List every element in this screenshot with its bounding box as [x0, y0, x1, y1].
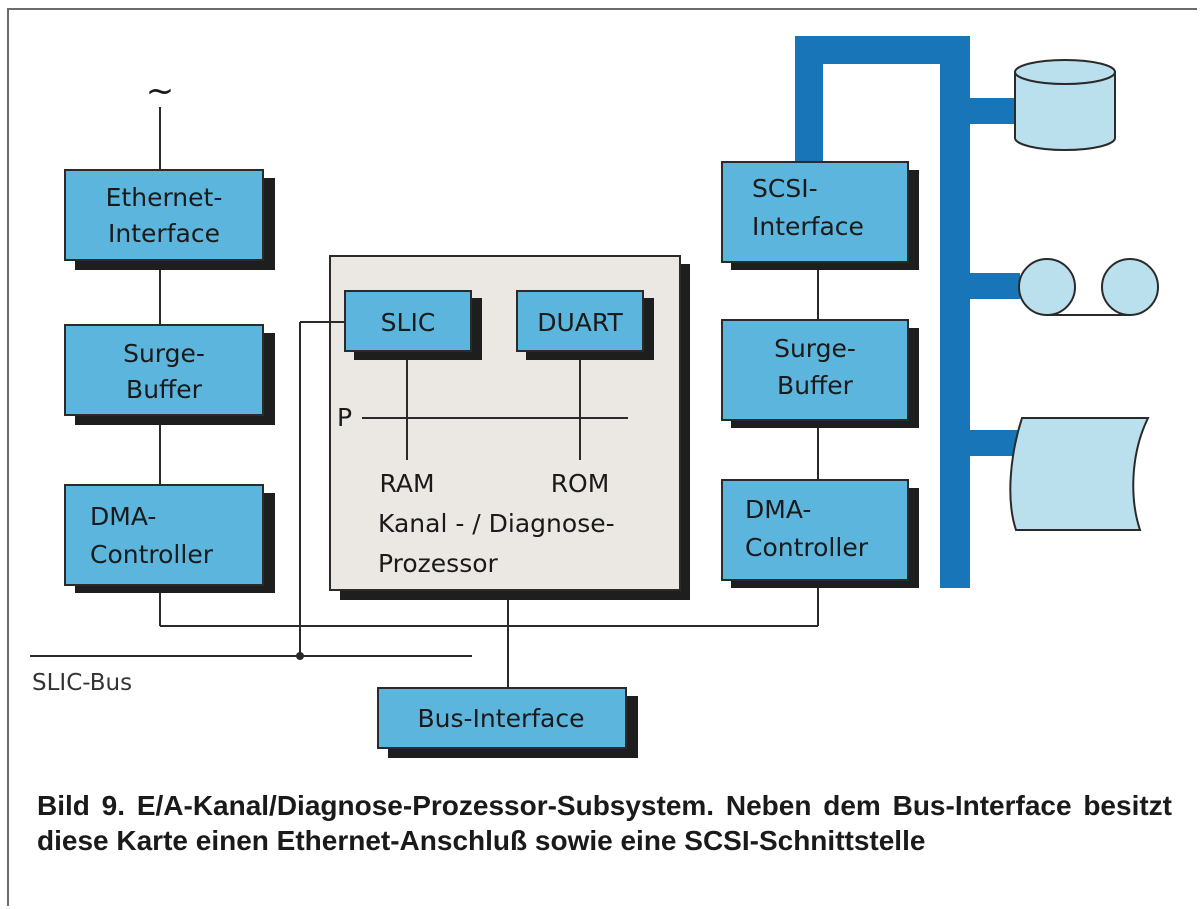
ram-label: RAM [379, 469, 434, 498]
dma-controller-left-block: DMA- Controller [64, 484, 275, 593]
dma-controller-right-block: DMA- Controller [721, 479, 919, 588]
rom-label: ROM [551, 469, 610, 498]
dma-controller-right-label-line1: DMA- [745, 495, 811, 524]
scsi-interface-label-line1: SCSI- [752, 174, 818, 203]
ethernet-interface-block: Ethernet- Interface [64, 169, 275, 270]
dma-controller-left-label-line2: Controller [90, 540, 214, 569]
surge-buffer-right-label-line1: Surge- [774, 334, 856, 363]
surge-buffer-right-block: Surge- Buffer [721, 319, 919, 428]
processor-title-line2: Prozessor [378, 549, 499, 578]
bus-interface-label: Bus-Interface [418, 704, 585, 733]
disk-drive-icon [1014, 59, 1116, 151]
processor-box [329, 255, 690, 600]
printer-paper-icon [1009, 417, 1150, 531]
dma-controller-left-label-line1: DMA- [90, 502, 156, 531]
figure-frame [7, 8, 1197, 906]
surge-buffer-left-label-line1: Surge- [123, 339, 205, 368]
surge-buffer-right-label-line2: Buffer [777, 371, 854, 400]
scsi-interface-block: SCSI- Interface [721, 161, 919, 270]
duart-label: DUART [537, 308, 623, 337]
slic-bus-junction [296, 652, 304, 660]
slic-bus-label: SLIC-Bus [32, 670, 132, 696]
ethernet-interface-label-line1: Ethernet- [106, 183, 223, 212]
bus-interface-block: Bus-Interface [377, 687, 638, 758]
processor-bus-letter: P [337, 403, 352, 432]
ethernet-interface-label-line2: Interface [108, 219, 220, 248]
antenna-symbol: ~ [146, 71, 175, 111]
surge-buffer-left-label-line2: Buffer [126, 375, 203, 404]
dma-controller-right-label-line2: Controller [745, 533, 869, 562]
slic-label: SLIC [381, 308, 436, 337]
surge-buffer-left-block: Surge- Buffer [64, 324, 275, 425]
scsi-interface-label-line2: Interface [752, 212, 864, 241]
duart-block: DUART [516, 290, 654, 360]
figure-caption: Bild 9. E/A-Kanal/Diagnose-Prozessor-Sub… [37, 790, 1172, 856]
slic-block: SLIC [344, 290, 482, 360]
processor-title-line1: Kanal - / Diagnose- [378, 509, 615, 538]
tape-reels-icon [1018, 258, 1159, 316]
